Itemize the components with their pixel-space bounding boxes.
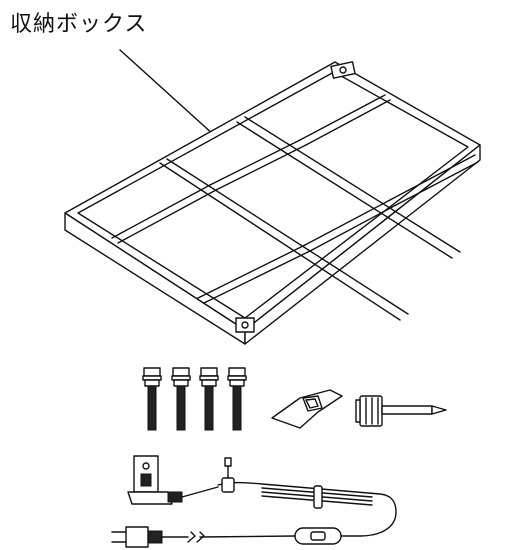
bolt xyxy=(227,367,247,431)
bolt xyxy=(171,367,191,431)
leader-line xyxy=(119,49,226,146)
storage-box-frame xyxy=(64,61,481,345)
bolt-set xyxy=(142,367,247,431)
wing-nut xyxy=(271,389,343,429)
bolt xyxy=(199,367,219,431)
power-cord xyxy=(111,455,397,548)
screwdriver xyxy=(355,395,447,427)
bolt xyxy=(142,367,162,431)
callout-label: 収納ボックス xyxy=(10,12,148,37)
